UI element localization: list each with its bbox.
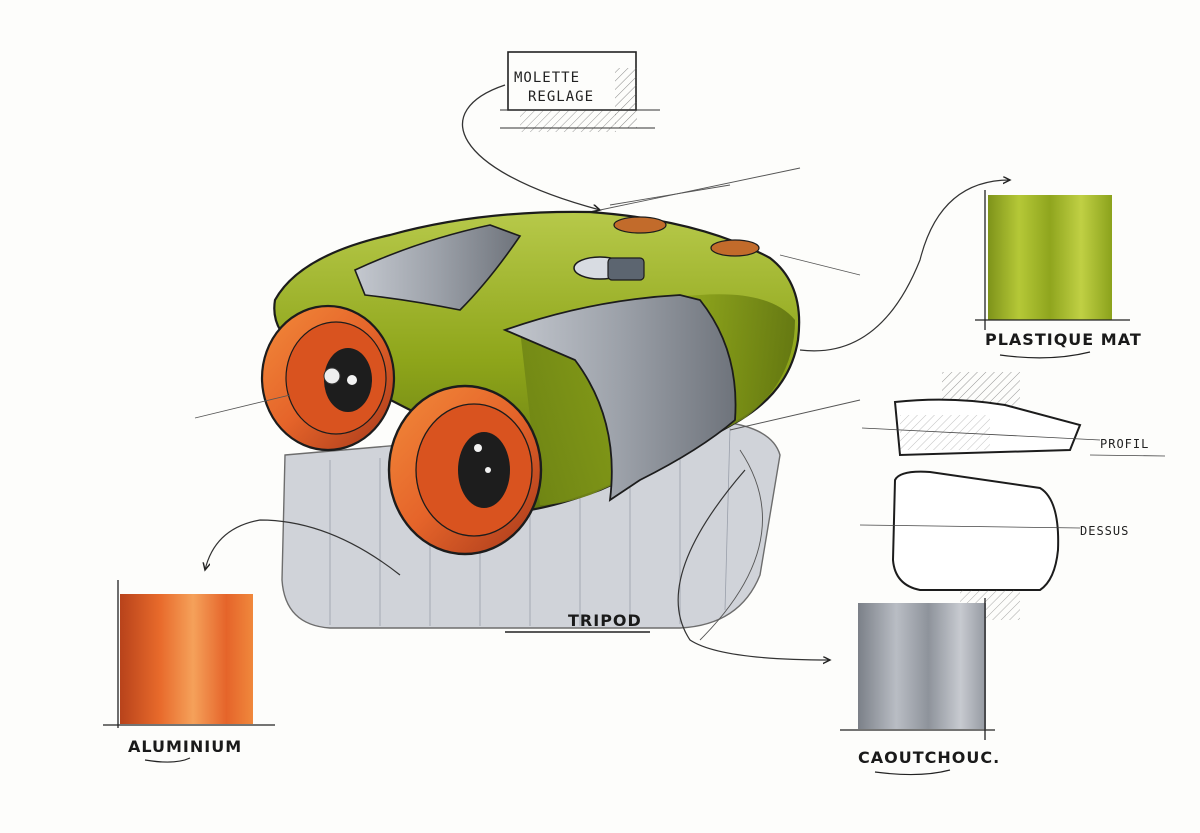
- plastic-color-swatch: [988, 195, 1112, 320]
- swatch-plastic-matte: PLASTIQUE MAT: [799, 180, 1142, 359]
- top-view-label: DESSUS: [1080, 524, 1129, 538]
- plastic-label: PLASTIQUE MAT: [985, 330, 1142, 349]
- left-lens: [260, 304, 396, 452]
- top-view-shape: [891, 470, 1060, 591]
- adjustment-wheel-callout: MOLETTE REGLAGE: [462, 51, 660, 210]
- orthographic-views: PROFIL DESSUS: [859, 372, 1166, 620]
- rubber-color-swatch: [858, 603, 986, 729]
- aluminium-color-swatch: [120, 594, 253, 724]
- tripod-label: TRIPOD: [568, 611, 642, 630]
- aluminium-label: ALUMINIUM: [128, 737, 242, 756]
- callout-line-1: MOLETTE: [514, 70, 580, 86]
- construction-lines: [194, 167, 861, 641]
- side-grip-strap: [502, 294, 737, 502]
- rubber-label: CAOUTCHOUC.: [858, 748, 1000, 767]
- profile-label: PROFIL: [1100, 437, 1149, 451]
- callout-line-2: REGLAGE: [528, 89, 594, 105]
- swatch-rubber: CAOUTCHOUC.: [677, 469, 1000, 776]
- binocular-body: [273, 210, 801, 512]
- top-grip-strap: [353, 224, 522, 311]
- swatch-aluminium: ALUMINIUM: [103, 519, 401, 763]
- right-lens: [387, 384, 543, 556]
